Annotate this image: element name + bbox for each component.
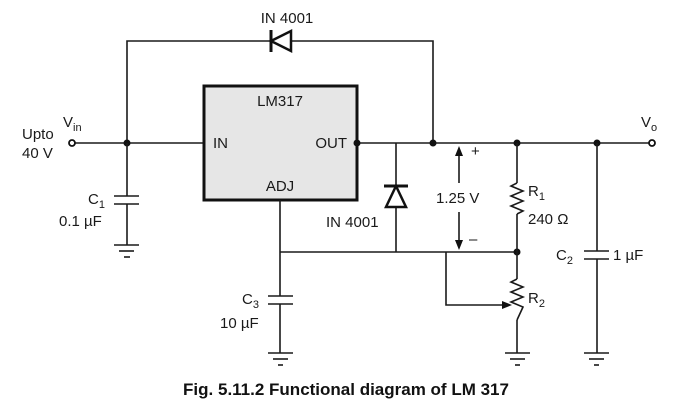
vo-label: Vo	[641, 114, 657, 134]
ic-pin-adj: ADJ	[266, 178, 294, 195]
lm317-ic	[202, 84, 359, 202]
c1-value: 0.1 µF	[59, 213, 102, 230]
resistor-r1	[508, 182, 526, 215]
figure-caption: Fig. 5.11.2 Functional diagram of LM 317	[183, 380, 509, 399]
vin-label: Vin	[63, 114, 82, 134]
diode-mid-label: IN 4001	[326, 214, 379, 231]
c3-label: C3	[242, 291, 259, 311]
vo-terminal[interactable]	[648, 139, 656, 147]
r2-label: R2	[528, 290, 545, 310]
diode-top-symbol	[268, 28, 293, 54]
r2-wiper-arrow-icon	[502, 301, 512, 309]
ground-c1-icon	[114, 244, 139, 258]
r2-wiper-wire	[445, 252, 505, 306]
vin-terminal[interactable]	[68, 139, 76, 147]
r1-label: R1	[528, 183, 545, 203]
vin-note-line2: 40 V	[22, 145, 53, 162]
ref-voltage: 1.25 V	[436, 190, 479, 207]
reference-voltage-arrow	[455, 146, 463, 250]
vin-note-line1: Upto	[22, 126, 54, 143]
ic-pin-out: OUT	[315, 135, 347, 152]
junction-out-1	[429, 139, 437, 147]
diode-mid-symbol	[384, 183, 408, 209]
ref-minus: –	[469, 231, 478, 248]
ic-pin-in: IN	[213, 135, 228, 152]
ground-r2-icon	[505, 352, 530, 366]
r1-value: 240 Ω	[528, 211, 568, 228]
c1-label: C1	[88, 191, 105, 211]
resistor-r2	[508, 278, 526, 321]
ic-name: LM317	[257, 93, 303, 110]
c2-value: 1 µF	[613, 247, 643, 264]
ref-plus: +	[471, 143, 480, 160]
diode-top-label: IN 4001	[261, 10, 314, 27]
ground-c3-icon	[268, 352, 293, 366]
c3-value: 10 µF	[220, 315, 259, 332]
ground-c2-icon	[584, 352, 609, 366]
c2-label: C2	[556, 247, 573, 267]
